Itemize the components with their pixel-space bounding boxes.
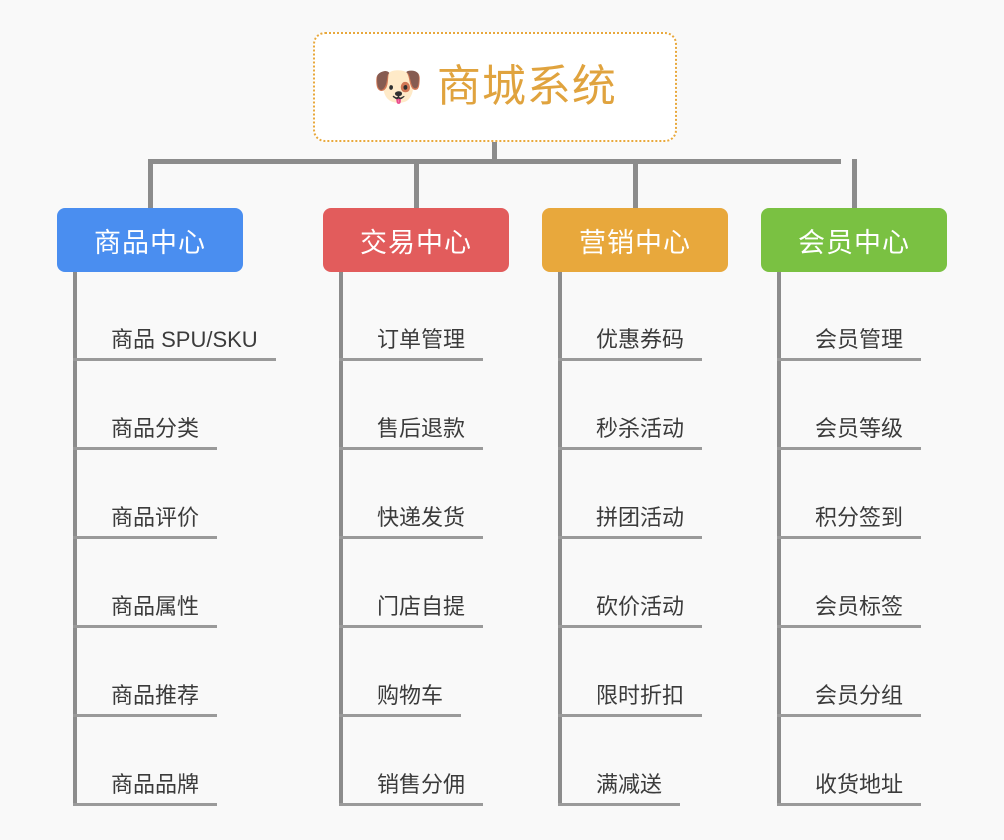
- leaf-label: 优惠券码: [557, 322, 703, 361]
- leaf-label: 会员等级: [776, 411, 922, 450]
- leaf-label: 销售分佣: [338, 767, 484, 806]
- connector-drop-member-center: [852, 159, 857, 208]
- list-item[interactable]: 会员等级: [776, 361, 971, 450]
- leaf-label: 满减送: [557, 767, 681, 806]
- list-item[interactable]: 商品评价: [72, 450, 267, 539]
- list-item[interactable]: 会员管理: [776, 272, 971, 361]
- leaf-list-member-center: 会员管理会员等级积分签到会员标签会员分组收货地址: [776, 272, 971, 806]
- leaf-list-marketing-center: 优惠券码秒杀活动拼团活动砍价活动限时折扣满减送: [557, 272, 752, 806]
- list-item[interactable]: 会员分组: [776, 628, 971, 717]
- list-item[interactable]: 拼团活动: [557, 450, 752, 539]
- leaf-label: 购物车: [338, 678, 462, 717]
- category-header-member-center[interactable]: 会员中心: [761, 208, 947, 272]
- list-item[interactable]: 快递发货: [338, 450, 533, 539]
- category-header-label: 会员中心: [798, 227, 910, 258]
- list-item[interactable]: 优惠券码: [557, 272, 752, 361]
- leaf-label: 商品品牌: [72, 767, 218, 806]
- list-item[interactable]: 会员标签: [776, 539, 971, 628]
- leaf-label: 商品 SPU/SKU: [73, 322, 276, 361]
- list-item[interactable]: 销售分佣: [338, 717, 533, 806]
- column-member-center: 会员中心会员管理会员等级积分签到会员标签会员分组收货地址: [761, 208, 971, 806]
- list-item[interactable]: 售后退款: [338, 361, 533, 450]
- root-node[interactable]: 🐶 商城系统: [313, 32, 677, 142]
- category-header-trade-center[interactable]: 交易中心: [323, 208, 509, 272]
- leaf-label: 商品分类: [72, 411, 218, 450]
- leaf-list-trade-center: 订单管理售后退款快递发货门店自提购物车销售分佣: [338, 272, 533, 806]
- category-header-label: 商品中心: [94, 227, 206, 258]
- leaf-label: 商品推荐: [72, 678, 218, 717]
- list-item[interactable]: 满减送: [557, 717, 752, 806]
- list-item[interactable]: 砍价活动: [557, 539, 752, 628]
- list-item[interactable]: 门店自提: [338, 539, 533, 628]
- column-marketing-center: 营销中心优惠券码秒杀活动拼团活动砍价活动限时折扣满减送: [542, 208, 752, 806]
- list-item[interactable]: 商品属性: [72, 539, 267, 628]
- leaf-label: 会员管理: [776, 322, 922, 361]
- leaf-label: 会员分组: [776, 678, 922, 717]
- category-header-label: 营销中心: [579, 227, 691, 258]
- leaf-label: 会员标签: [776, 589, 922, 628]
- column-product-center: 商品中心商品 SPU/SKU 商品分类商品评价商品属性商品推荐商品品牌: [57, 208, 276, 806]
- category-header-marketing-center[interactable]: 营销中心: [542, 208, 728, 272]
- connector-horizontal-bar: [150, 159, 841, 164]
- dog-face-icon: 🐶: [373, 65, 423, 109]
- root-title: 商城系统: [436, 62, 617, 111]
- leaf-label: 商品属性: [72, 589, 218, 628]
- column-trade-center: 交易中心订单管理售后退款快递发货门店自提购物车销售分佣: [323, 208, 533, 806]
- list-item[interactable]: 收货地址: [776, 717, 971, 806]
- list-item[interactable]: 商品推荐: [72, 628, 267, 717]
- list-item[interactable]: 商品 SPU/SKU: [73, 272, 276, 361]
- connector-drop-marketing-center: [633, 159, 638, 208]
- leaf-label: 售后退款: [338, 411, 484, 450]
- leaf-label: 收货地址: [776, 767, 922, 806]
- list-item[interactable]: 积分签到: [776, 450, 971, 539]
- leaf-label: 砍价活动: [557, 589, 703, 628]
- list-item[interactable]: 秒杀活动: [557, 361, 752, 450]
- leaf-label: 商品评价: [72, 500, 218, 539]
- list-item[interactable]: 购物车: [338, 628, 533, 717]
- leaf-label: 订单管理: [338, 322, 484, 361]
- leaf-label: 限时折扣: [557, 678, 703, 717]
- category-header-product-center[interactable]: 商品中心: [57, 208, 243, 272]
- leaf-label: 拼团活动: [557, 500, 703, 539]
- list-item[interactable]: 限时折扣: [557, 628, 752, 717]
- leaf-label: 积分签到: [776, 500, 922, 539]
- leaf-label: 秒杀活动: [557, 411, 703, 450]
- leaf-label: 快递发货: [338, 500, 484, 539]
- leaf-label: 门店自提: [338, 589, 484, 628]
- connector-drop-product-center: [148, 159, 153, 208]
- list-item[interactable]: 商品品牌: [72, 717, 267, 806]
- connector-root-stem: [492, 142, 497, 162]
- list-item[interactable]: 订单管理: [338, 272, 533, 361]
- connector-drop-trade-center: [414, 159, 419, 208]
- category-header-label: 交易中心: [360, 227, 472, 258]
- leaf-list-product-center: 商品 SPU/SKU 商品分类商品评价商品属性商品推荐商品品牌: [72, 272, 276, 806]
- list-item[interactable]: 商品分类: [72, 361, 267, 450]
